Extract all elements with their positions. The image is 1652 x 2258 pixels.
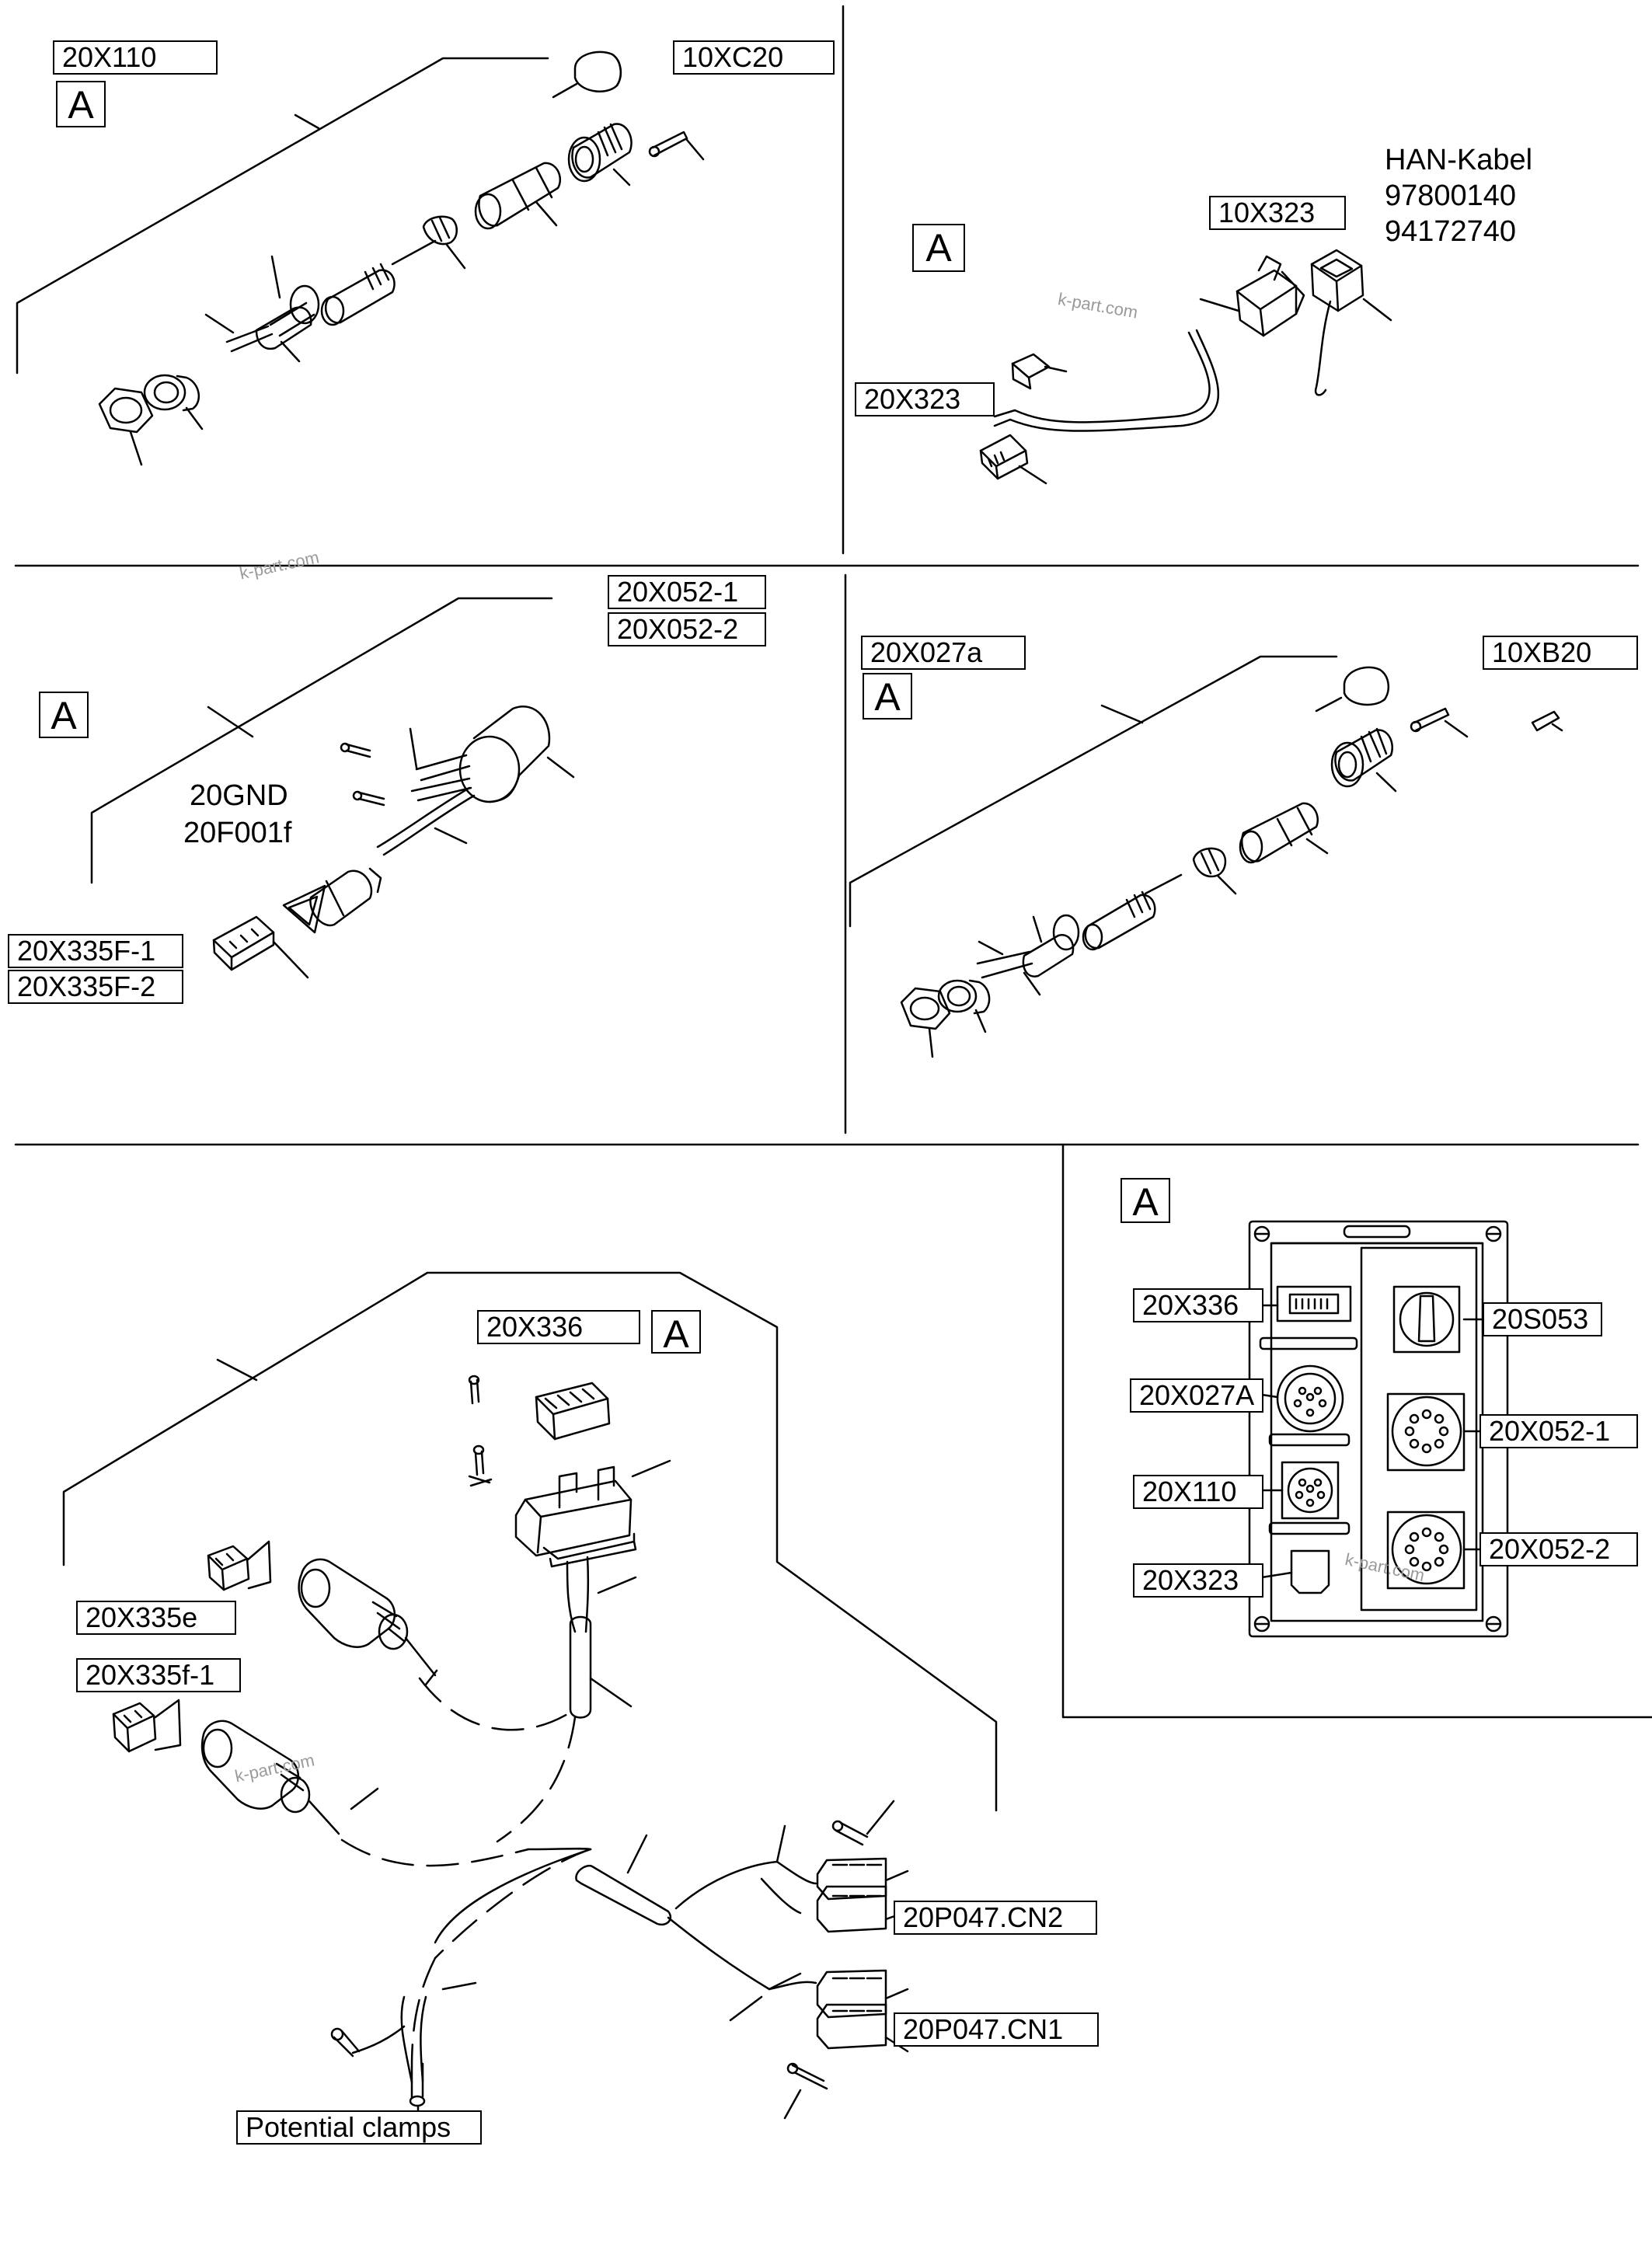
view-a-marker-middle-left: A	[39, 692, 89, 738]
label-20x052-2: 20X052-2	[608, 612, 766, 646]
part-number-1: 97800140	[1385, 179, 1517, 212]
label-20gnd: 20GND	[190, 779, 288, 812]
view-a-marker-middle-right: A	[863, 673, 912, 720]
part-number-2: 94172740	[1385, 215, 1517, 248]
label-20x110: 20X110	[53, 40, 218, 75]
label-20x336: 20X336	[477, 1310, 640, 1344]
wiring-harness	[62, 1271, 998, 2120]
label-20x052-1: 20X052-1	[608, 575, 766, 609]
connector-assembly-middle-right	[849, 655, 1563, 1058]
label-20x335e: 20X335e	[76, 1601, 236, 1635]
panel-label-20x323: 20X323	[1133, 1563, 1263, 1598]
label-20x335f-1: 20X335F-1	[8, 934, 183, 968]
panel-label-20x052-2: 20X052-2	[1479, 1532, 1638, 1566]
view-a-marker-top-left: A	[56, 81, 106, 127]
connector-assembly-top-left	[16, 51, 705, 466]
han-cable-assembly	[979, 249, 1392, 485]
label-20x323: 20X323	[855, 382, 995, 416]
label-10x323: 10X323	[1209, 196, 1346, 230]
label-20p047-cn2: 20P047.CN2	[894, 1901, 1097, 1935]
label-20p047-cn1: 20P047.CN1	[894, 2012, 1099, 2047]
label-20x335f-2: 20X335F-2	[8, 970, 183, 1004]
view-a-marker-bottom-left: A	[651, 1310, 701, 1356]
label-10xc20: 10XC20	[673, 40, 835, 75]
label-10xb20: 10XB20	[1483, 636, 1638, 670]
label-20x335f-1-harness: 20X335f-1	[76, 1658, 241, 1692]
label-potential-clamps: Potential clamps	[236, 2110, 482, 2145]
label-20f001f: 20F001f	[183, 817, 292, 849]
label-20x027a: 20X027a	[861, 636, 1026, 670]
connector-assembly-middle-left	[90, 597, 575, 979]
view-a-marker-top-right: A	[912, 224, 965, 272]
panel-label-20x110: 20X110	[1133, 1475, 1263, 1509]
han-kabel-title: HAN-Kabel	[1385, 144, 1533, 176]
panel-label-20x336: 20X336	[1133, 1288, 1263, 1322]
panel-label-20x052-1: 20X052-1	[1479, 1414, 1638, 1448]
panel-label-20s053: 20S053	[1483, 1302, 1602, 1336]
panel-label-20x027a: 20X027A	[1130, 1378, 1263, 1413]
control-panel-frame	[1061, 1143, 1652, 1719]
view-a-marker-bottom-right: A	[1121, 1178, 1170, 1224]
